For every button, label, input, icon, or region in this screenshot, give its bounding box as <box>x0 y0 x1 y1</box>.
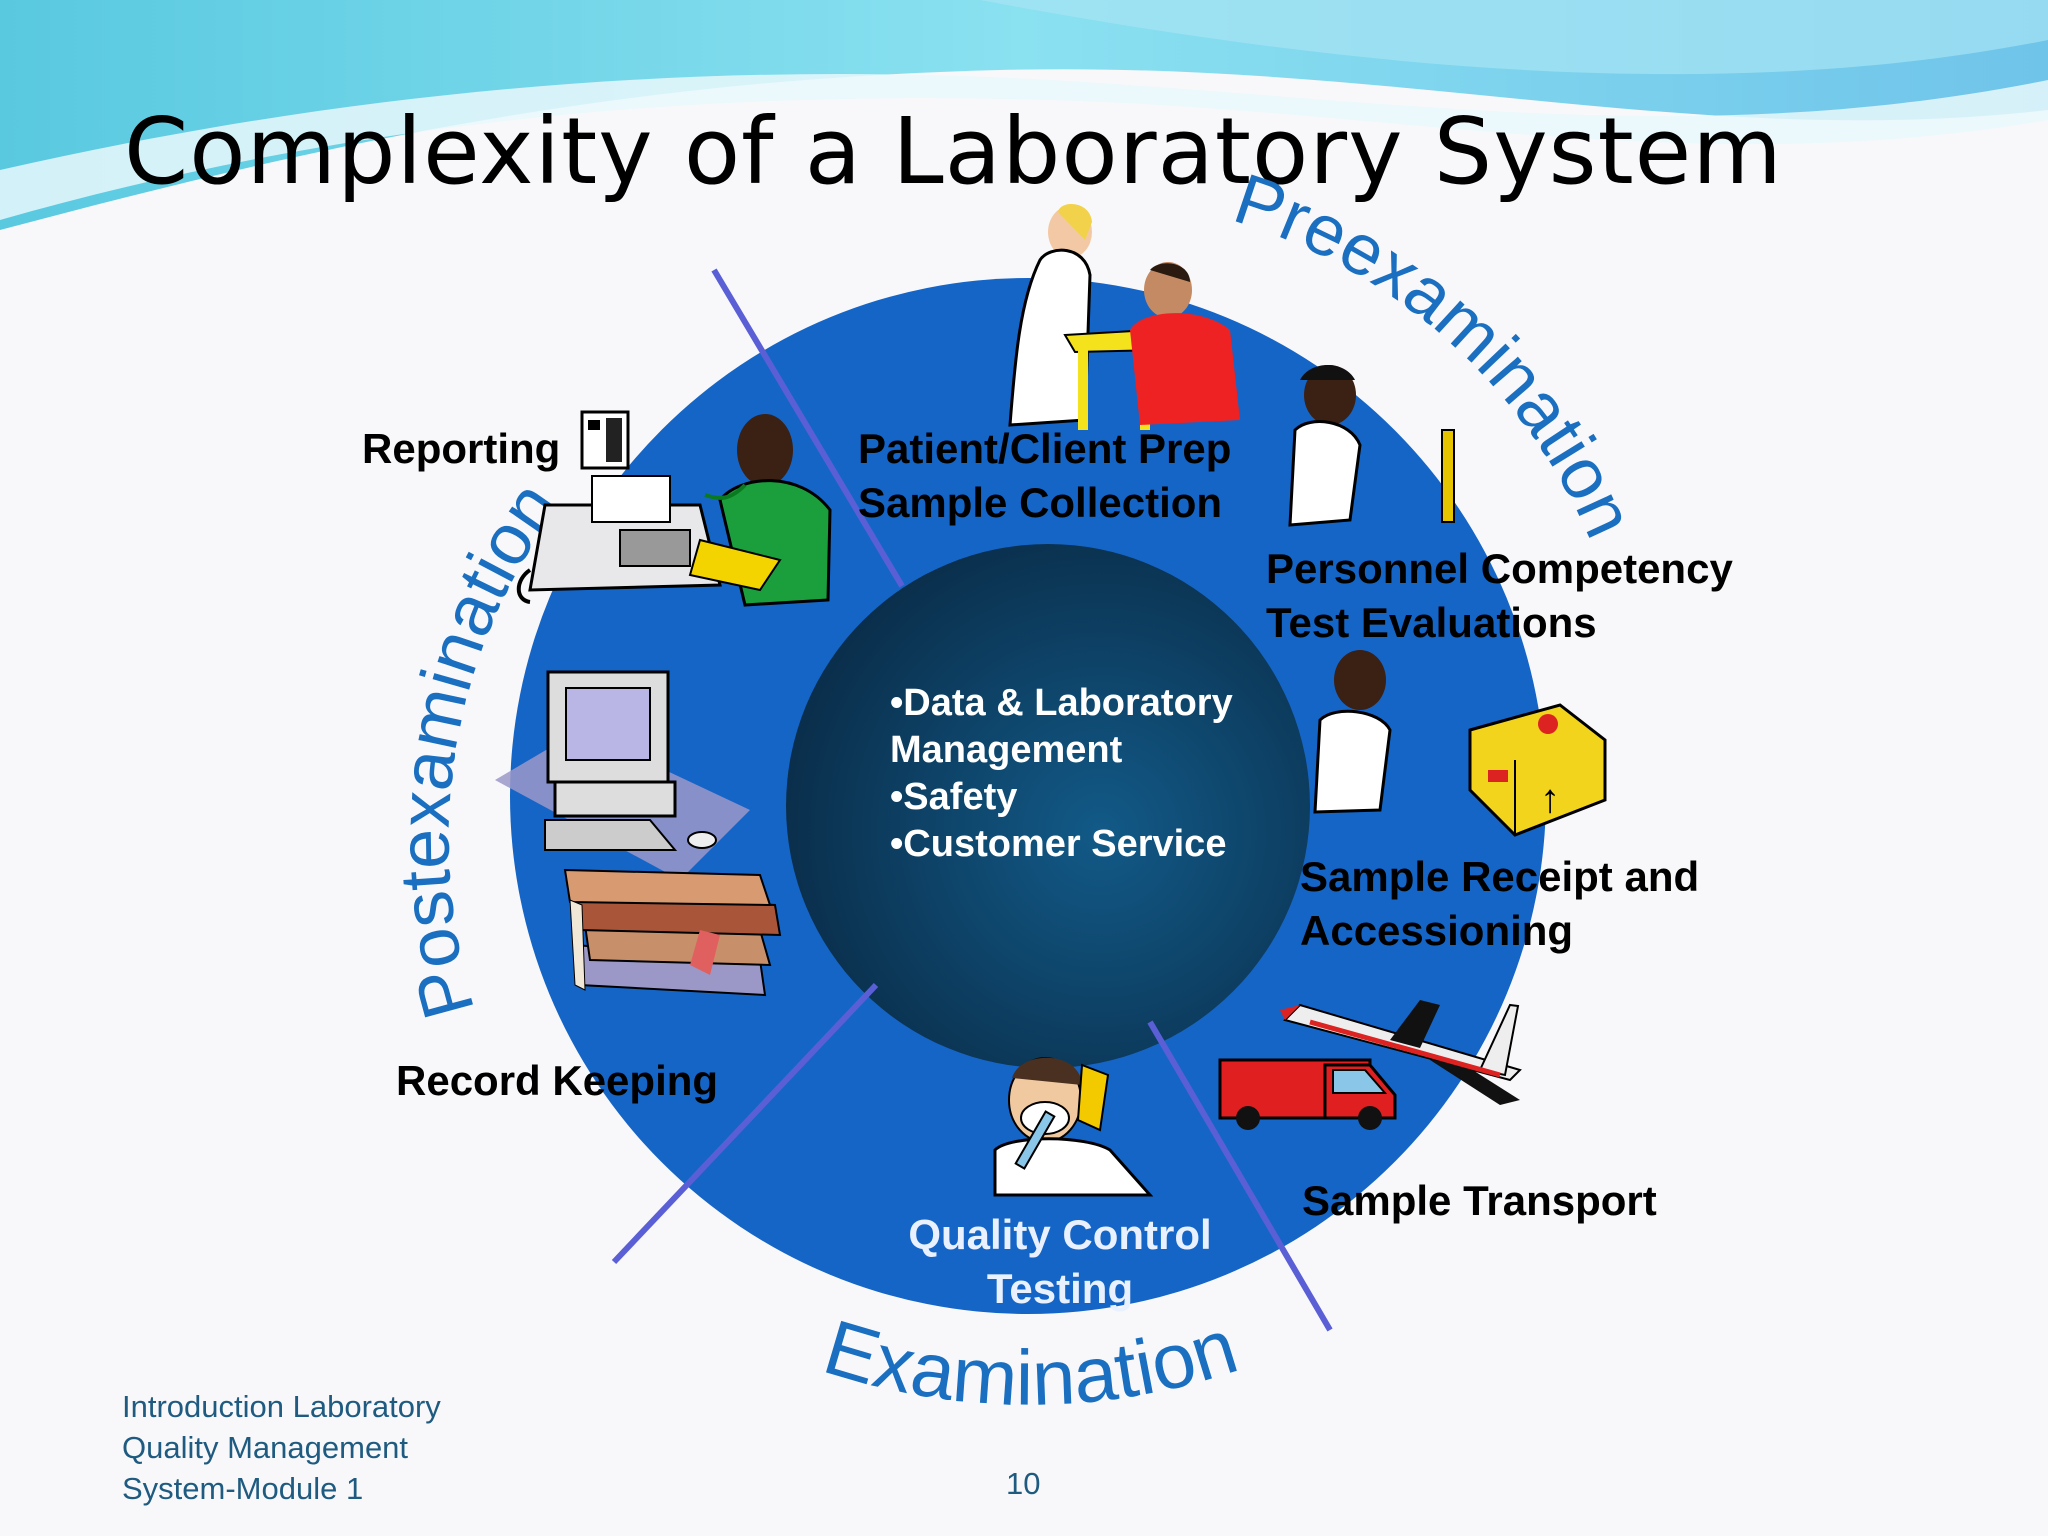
label-sample-receipt-line1: Sample Receipt and <box>1300 853 1700 900</box>
center-list: •Data & Laboratory Management •Safety •C… <box>890 680 1290 868</box>
label-sample-receipt: Sample Receipt and Accessioning <box>1300 850 1699 958</box>
footer-line-1: Introduction Laboratory <box>122 1389 441 1424</box>
man-on-phone-icon <box>688 414 832 607</box>
divider-pre-exam <box>1147 1020 1333 1332</box>
center-core <box>786 544 1310 1068</box>
lab-tech-icon <box>1288 365 1455 527</box>
label-reporting: Reporting <box>362 425 561 472</box>
divider-exam-post <box>611 982 879 1265</box>
label-personnel: Personnel Competency Test Evaluations <box>1266 542 1733 650</box>
center-item-management: Management <box>890 729 1123 771</box>
label-personnel-line2: Test Evaluations <box>1266 599 1597 646</box>
page-number: 10 <box>1006 1466 1041 1501</box>
header-wave <box>0 0 2048 230</box>
label-sample-transport: Sample Transport <box>1302 1177 1657 1224</box>
center-item-customer-service: •Customer Service <box>890 823 1227 865</box>
computer-icon <box>495 670 750 880</box>
nurse-patient-icon <box>1008 203 1240 430</box>
footer-line-2: Quality Management <box>122 1430 409 1465</box>
divider-post-pre <box>711 268 905 588</box>
van-icon <box>1218 1058 1397 1130</box>
footer-line-3: System-Module 1 <box>122 1471 364 1506</box>
fax-icon <box>516 475 722 604</box>
phone-icon <box>580 410 630 470</box>
airplane-icon <box>1280 1000 1522 1105</box>
scientist-icon <box>993 1057 1154 1197</box>
page-title: Complexity of a Laboratory System <box>124 98 1783 205</box>
package-icon: ↑ <box>1313 650 1607 837</box>
label-patient-prep-line2: Sample Collection <box>858 479 1223 526</box>
center-item-data-mgmt: •Data & Laboratory <box>890 682 1233 724</box>
center-item-safety: •Safety <box>890 776 1018 818</box>
label-patient-prep-line1: Patient/Client Prep <box>858 425 1232 472</box>
svg-text:↑: ↑ <box>1540 777 1560 821</box>
label-qc-line2: Testing <box>986 1265 1134 1312</box>
label-personnel-line1: Personnel Competency <box>1266 545 1733 592</box>
label-quality-control: Quality Control Testing <box>840 1208 1280 1316</box>
footer-module: Introduction Laboratory Quality Manageme… <box>122 1386 441 1509</box>
label-patient-prep: Patient/Client Prep Sample Collection <box>858 422 1231 530</box>
label-record-keeping: Record Keeping <box>396 1057 719 1104</box>
phase-examination: Examination <box>815 1301 1247 1422</box>
books-icon <box>563 868 782 997</box>
label-sample-receipt-line2: Accessioning <box>1300 907 1574 954</box>
label-qc-line1: Quality Control <box>908 1211 1212 1258</box>
